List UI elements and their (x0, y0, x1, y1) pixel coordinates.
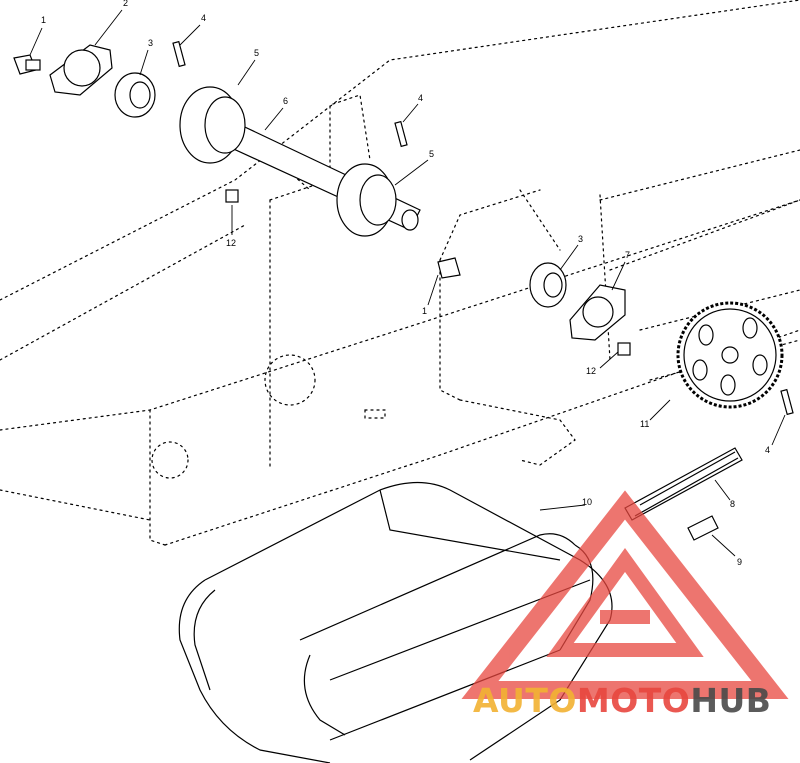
drive-shaft-assembly (179, 86, 421, 237)
callout-10: 10 (582, 497, 592, 507)
callout-4a: 4 (201, 13, 206, 23)
callout-1a: 1 (41, 15, 46, 25)
callout-3a: 3 (148, 38, 153, 48)
callout-6: 6 (283, 96, 288, 106)
callout-3b: 3 (578, 234, 583, 244)
callout-5a: 5 (254, 48, 259, 58)
callout-12b: 12 (586, 366, 596, 376)
callout-11: 11 (640, 419, 649, 429)
callout-12a: 12 (226, 238, 236, 248)
watermark-moto: MOTO (577, 681, 690, 720)
drive-track (178, 481, 613, 763)
right-bearing-parts (394, 120, 794, 416)
callout-5b: 5 (429, 149, 434, 159)
callout-9: 9 (737, 557, 742, 567)
watermark-hub: HUB (690, 681, 771, 720)
callout-7: 7 (625, 250, 630, 260)
leader-lines (29, 9, 786, 557)
callout-4c: 4 (765, 445, 770, 455)
watermark-logo (461, 490, 789, 699)
watermark-text: AUTOMOTOHUB (473, 681, 771, 720)
callout-1b: 1 (422, 306, 427, 316)
callout-2: 2 (123, 0, 128, 8)
watermark-auto: AUTO (473, 681, 577, 720)
callout-8: 8 (730, 499, 735, 509)
callout-4b: 4 (418, 93, 423, 103)
svg-text:AUTOMOTOHUB: AUTOMOTOHUB (473, 681, 771, 720)
drive-sprocket (676, 301, 784, 409)
drive-chain (624, 447, 743, 541)
chassis-frame (0, 0, 800, 546)
callout-labels: 1 2 3 4 5 6 4 5 12 3 7 1 12 11 4 8 10 9 (41, 0, 770, 567)
left-bearing-parts (13, 40, 239, 203)
